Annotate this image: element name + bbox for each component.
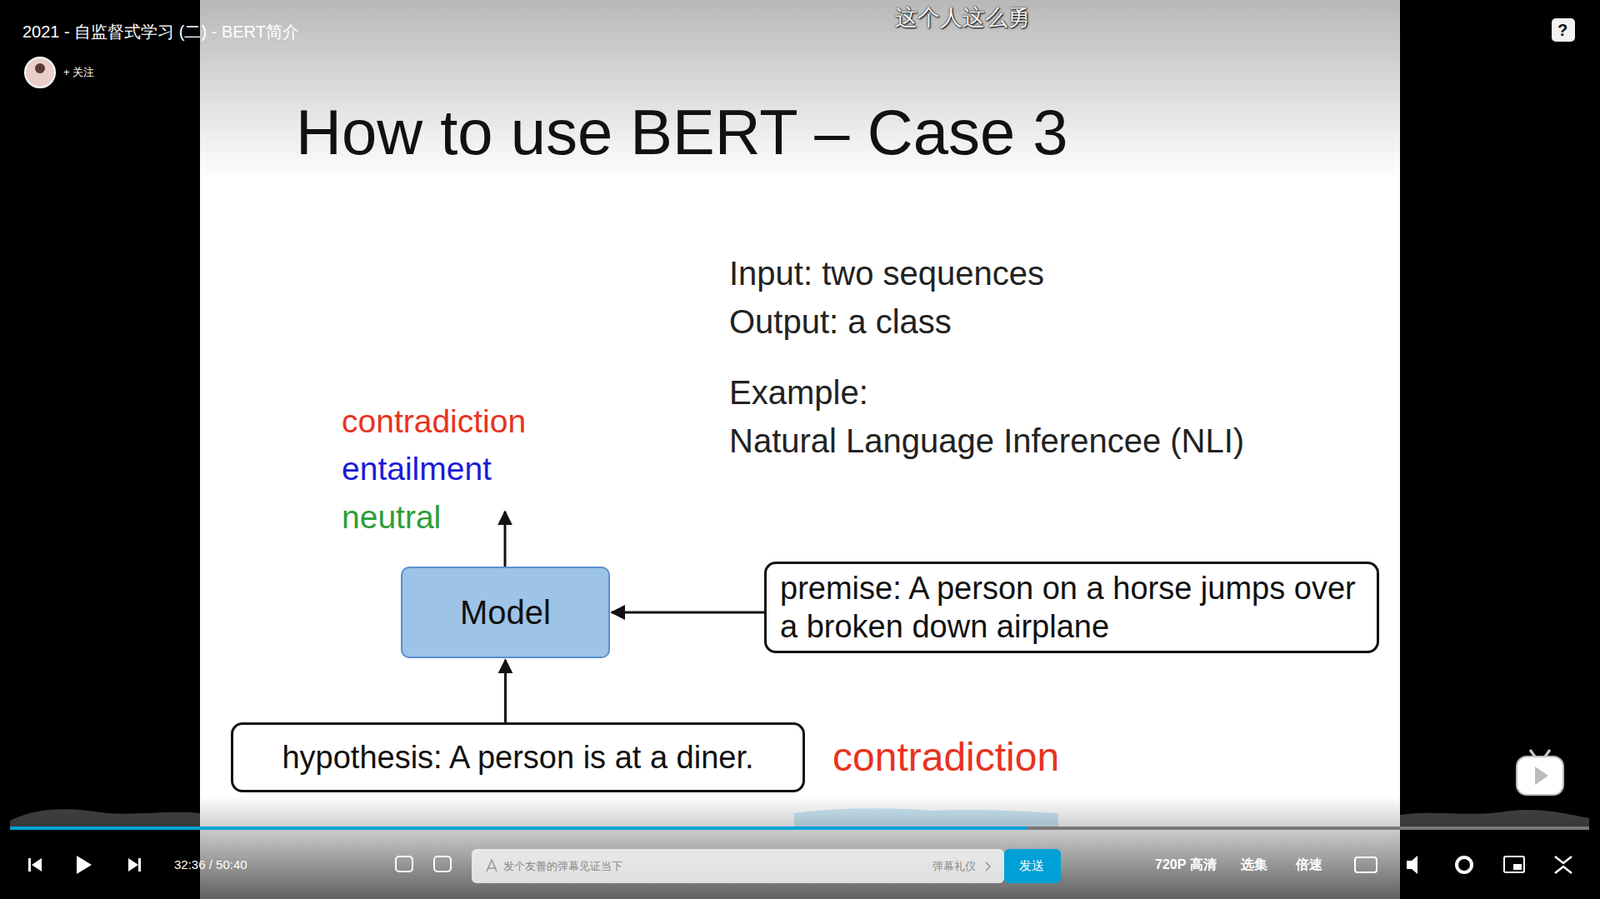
- quality-menu: 720P 高清: [1155, 856, 1217, 873]
- next-icon: [128, 858, 139, 872]
- node-text: premise: A person on a horse jumps over …: [780, 569, 1364, 647]
- danmaku-settings-icon: [434, 856, 451, 872]
- help-icon: [1551, 18, 1575, 42]
- danmaku-input: [471, 849, 1005, 884]
- help-icon-text: ?: [1557, 20, 1568, 40]
- pip-icon: [1513, 864, 1522, 870]
- tv-icon: [1530, 750, 1535, 757]
- class-label: contradiction: [341, 402, 526, 442]
- speed-menu: 倍速: [1295, 856, 1323, 873]
- settings-icon: [1456, 857, 1472, 873]
- tv-icon: [1516, 756, 1564, 795]
- next-icon: [138, 858, 141, 872]
- play-icon: [76, 855, 92, 875]
- class-label: entailment: [341, 450, 492, 490]
- example-note: Example:: [729, 372, 869, 413]
- fullscreen-icon: [1555, 856, 1572, 874]
- pip-icon: [1504, 856, 1525, 873]
- premise-box: premise: A person on a horse jumps over …: [764, 561, 1380, 655]
- prev-icon: [28, 858, 31, 872]
- danmaku-toggle-icon: [395, 856, 413, 872]
- example-note: Natural Language Inferencee (NLI): [729, 420, 1245, 461]
- io-note: Input: two sequences: [729, 253, 1045, 294]
- avatar-head: [35, 63, 45, 74]
- answer-label: contradiction: [832, 733, 1060, 782]
- episodes-menu: 选集: [1240, 856, 1268, 873]
- input-arrow: [504, 660, 507, 723]
- input-placeholder: 发个友善的弹幕见证当下: [503, 860, 623, 874]
- avatar: [25, 57, 55, 88]
- etiquette-link: 弹幕礼仪: [932, 860, 976, 874]
- node-text: hypothesis: A person is at a diner.: [281, 738, 754, 777]
- input-icon: [486, 860, 497, 872]
- volume-icon: [1406, 855, 1418, 875]
- danmaku-comment: 这个人这么勇: [895, 4, 1030, 31]
- node-text: Model: [460, 592, 551, 634]
- top-shade: [0, 0, 1600, 180]
- send-button: [1004, 849, 1061, 884]
- follow-button: + 关注: [63, 65, 95, 80]
- model-box: Model: [400, 566, 610, 659]
- video-title: 2021 - 自监督式学习 (二) - BERT简介: [22, 21, 300, 42]
- slide-title: How to use BERT – Case 3: [295, 94, 1069, 170]
- send-button-text: 发送: [1019, 858, 1045, 874]
- chevron: [985, 862, 990, 871]
- subtitle-icon: [1355, 857, 1377, 873]
- tv-icon: [1545, 750, 1550, 757]
- tv-icon: [1535, 766, 1549, 785]
- bottom-shade: [0, 795, 1600, 899]
- io-note: Output: a class: [729, 301, 952, 342]
- prev-icon: [31, 858, 42, 872]
- progress-track: [10, 826, 1590, 830]
- class-label: neutral: [341, 498, 441, 538]
- time-display: 32:36 / 50:40: [174, 857, 248, 873]
- input-arrow: [611, 611, 765, 615]
- progress-played: [10, 826, 1027, 830]
- hypothesis-box: hypothesis: A person is at a diner.: [230, 722, 805, 793]
- output-arrow: [504, 511, 507, 567]
